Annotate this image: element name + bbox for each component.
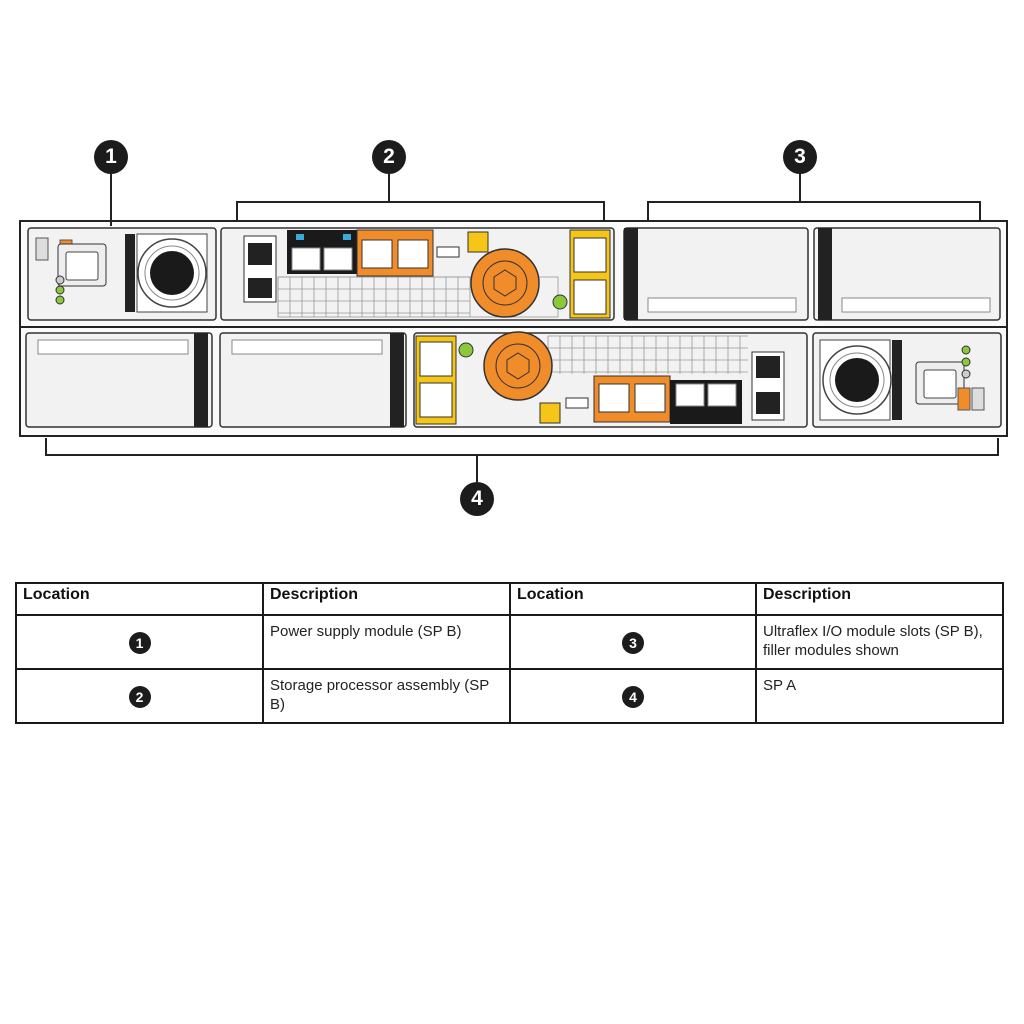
header-description: Description	[755, 582, 1004, 616]
power-supply-sp-a	[812, 332, 1002, 428]
location-cell: 3	[509, 614, 757, 670]
callout-badge: 1	[128, 632, 151, 654]
header-location: Location	[509, 582, 757, 616]
table-row: 2 Storage processor assembly (SP B) 4 SP…	[15, 668, 1004, 724]
location-cell: 4	[509, 668, 757, 724]
storage-processor-sp-b	[220, 227, 615, 321]
description-cell: SP A	[755, 668, 1004, 724]
callout-1: 1	[94, 140, 128, 174]
io-filler-modules-sp-a	[25, 332, 407, 428]
callout-badge: 3	[622, 632, 644, 654]
callout-2: 2	[372, 140, 406, 174]
table-row: 1 Power supply module (SP B) 3 Ultraflex…	[15, 614, 1004, 670]
location-cell: 2	[15, 668, 264, 724]
description-cell: Storage processor assembly (SP B)	[262, 668, 511, 724]
power-supply-sp-b	[27, 227, 217, 321]
description-cell: Power supply module (SP B)	[262, 614, 511, 670]
description-cell: Ultraflex I/O module slots (SP B), fille…	[755, 614, 1004, 670]
callout-4: 4	[460, 482, 494, 516]
callout-badge: 4	[622, 686, 644, 708]
header-location: Location	[15, 582, 264, 616]
table-header-row: Location Description Location Descriptio…	[15, 582, 1004, 616]
callout-badge: 2	[128, 686, 151, 708]
callout-leaders	[45, 174, 999, 482]
callout-3: 3	[783, 140, 817, 174]
storage-processor-sp-a	[413, 331, 808, 428]
location-cell: 1	[15, 614, 264, 670]
storage-array-rear-view	[19, 174, 1008, 482]
legend-table: Location Description Location Descriptio…	[15, 582, 1004, 724]
io-filler-modules-sp-b	[623, 227, 1001, 321]
header-description: Description	[262, 582, 511, 616]
